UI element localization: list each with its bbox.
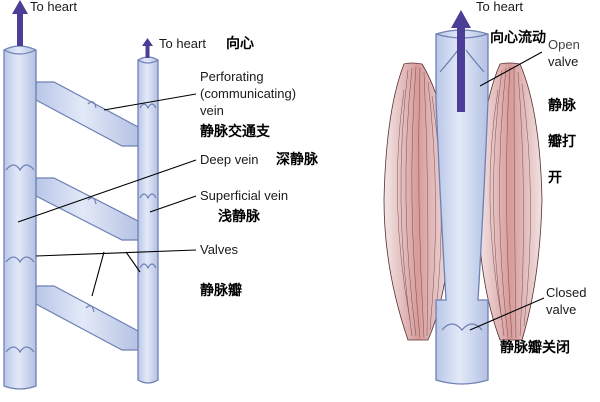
valve-icon (5, 164, 35, 172)
perforating-label-line1: Perforating (200, 69, 264, 84)
open-valve-label-zh-line1: 静脉 (548, 98, 576, 114)
open-valve-label-line1: Open (548, 37, 580, 52)
arrow-up-icon (142, 38, 153, 58)
to-heart-label-deep: To heart (30, 0, 77, 14)
to-heart-label-superficial: To heart (159, 36, 206, 51)
open-valve-label-zh-line2: 瓣打 (548, 134, 576, 150)
valves-label-zh: 静脉瓣 (200, 283, 242, 299)
valve-icon (441, 323, 483, 332)
valve-icon (87, 101, 97, 109)
superficial-vein (137, 56, 159, 384)
perforating-vein-3 (35, 285, 141, 351)
arrow-up-icon (451, 10, 471, 112)
perforating-valves (85, 101, 97, 313)
valve-icon (465, 49, 485, 73)
perforating-label-line3: vein (200, 103, 224, 118)
closed-valve-label-line1: Closed (546, 285, 587, 300)
open-valve-label-zh-line3: 开 (548, 170, 562, 186)
muscle-icon (383, 62, 453, 341)
closed-valve-label-line2: valve (546, 302, 577, 317)
deep-vein-label: Deep vein (200, 152, 259, 167)
perforating-label-line2: (communicating) (200, 86, 297, 101)
valve-icon (139, 193, 157, 200)
muscle-icon (477, 62, 543, 341)
valves-label: Valves (200, 242, 239, 257)
valve-icon (139, 263, 157, 270)
left-leader-lines (17, 93, 197, 297)
superficial-vein-label: Superficial vein (200, 188, 289, 203)
closed-valve-label-zh: 静脉瓣关闭 (500, 340, 570, 356)
to-heart-label-right: To heart (476, 0, 523, 14)
to-heart-label-right-zh: 向心流动 (490, 30, 546, 46)
valve-icon (139, 103, 157, 110)
valve-icon (439, 49, 459, 73)
perforating-vein-2 (35, 177, 141, 241)
right-leader-lines (469, 51, 545, 331)
deep-vein-label-zh: 深静脉 (276, 152, 318, 168)
superficial-vein-label-zh: 浅静脉 (218, 209, 260, 225)
valve-icon (87, 197, 97, 205)
valve-icon (85, 305, 95, 313)
perforating-veins (35, 81, 141, 351)
open-valve-label-line2: valve (548, 54, 579, 69)
deep-vein (3, 45, 37, 390)
arrow-up-icon (12, 0, 28, 46)
to-heart-label-superficial-zh: 向心 (226, 36, 254, 52)
central-vein (435, 29, 489, 385)
perforating-label-zh: 静脉交通支 (200, 124, 270, 140)
valve-icon (5, 256, 35, 264)
valve-icon (5, 346, 35, 354)
perforating-vein-1 (35, 81, 141, 147)
